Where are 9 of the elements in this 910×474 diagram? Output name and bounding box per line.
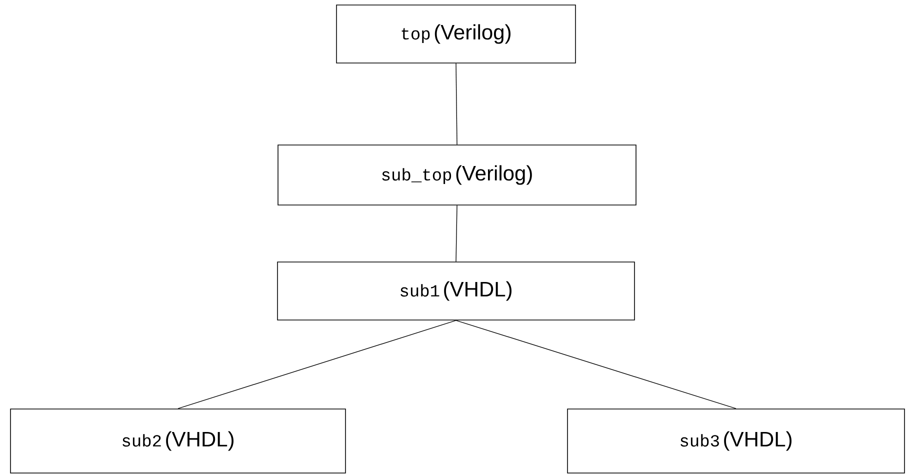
module-box: sub_top (Verilog) <box>278 144 636 206</box>
module-box: sub2 (VHDL) <box>10 408 346 474</box>
module-box: sub3 (VHDL) <box>567 408 905 474</box>
module-box: top (Verilog) <box>336 4 576 64</box>
connector-line <box>456 320 736 409</box>
connector-line <box>456 205 458 262</box>
module-box: sub1 (VHDL) <box>277 262 635 320</box>
connector-line <box>178 320 456 409</box>
connector-line <box>456 63 458 145</box>
